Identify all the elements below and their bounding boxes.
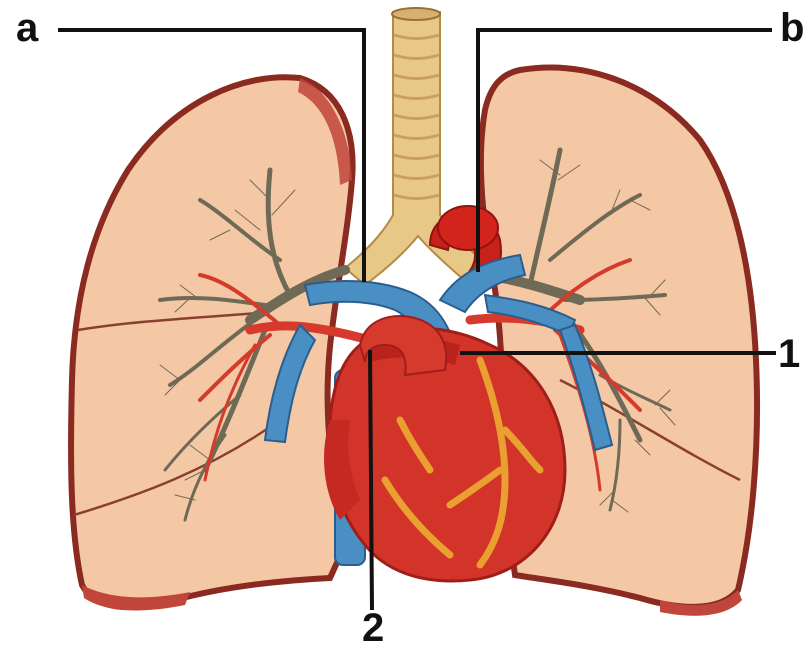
leader-line-2 — [370, 350, 372, 610]
label-1: 1 — [778, 334, 800, 374]
label-b: b — [780, 8, 804, 48]
label-a: a — [16, 8, 38, 48]
label-2: 2 — [362, 608, 384, 648]
